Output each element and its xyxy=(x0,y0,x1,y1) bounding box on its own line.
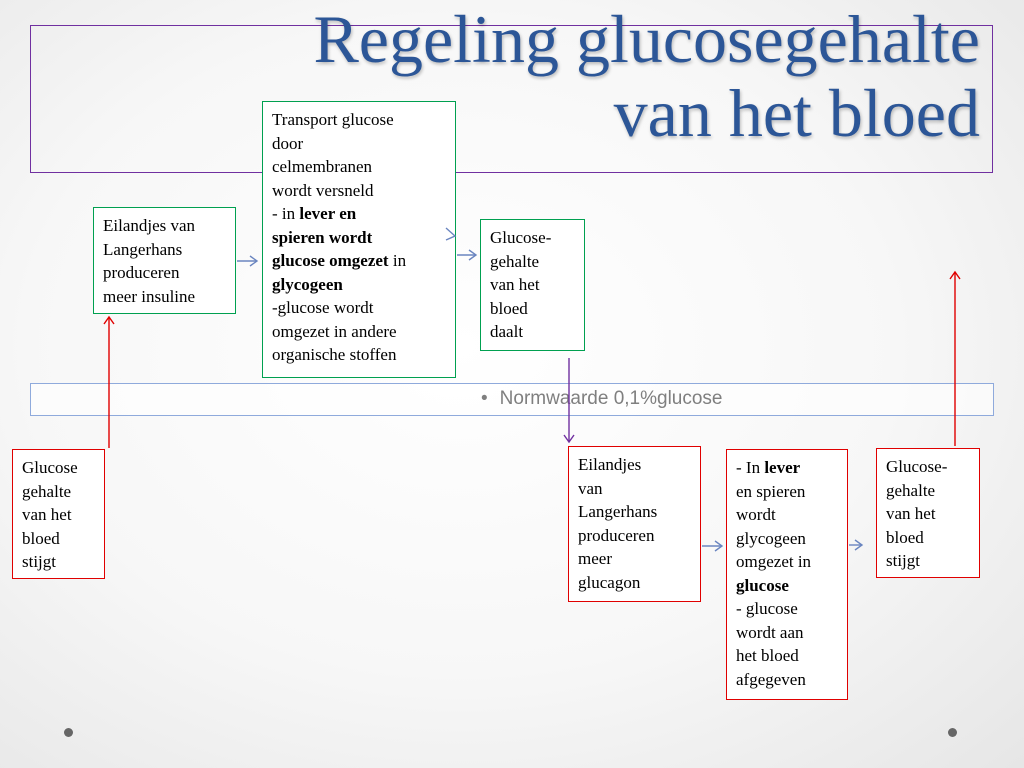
transport-bold: lever en xyxy=(299,204,357,223)
daalt-line: van het xyxy=(490,275,540,294)
lever-bold: lever xyxy=(764,458,801,477)
lever-line: wordt xyxy=(736,505,776,524)
lever-line: - In xyxy=(736,458,765,477)
stijgt-left-line: gehalte xyxy=(22,481,72,501)
lever-line: omgezet in xyxy=(736,552,812,571)
glucagon-line: Eilandjes xyxy=(578,455,642,474)
stijgt-left-line: van het xyxy=(22,505,72,524)
insuline-line: meer insuline xyxy=(103,286,196,306)
arrow-transport-to-daalt xyxy=(457,249,478,261)
norm-bullet: • xyxy=(481,388,488,409)
box-glucose-stijgt-left: Glucose gehalte van het bloed stijgt xyxy=(12,449,105,579)
arrow-transport-into-box xyxy=(445,227,457,241)
box-transport: Transport glucose door celmembranen word… xyxy=(262,101,456,378)
stijgt-left-line: stijgt xyxy=(22,552,57,571)
lever-line: het bloed xyxy=(736,646,799,665)
glucagon-line: Langerhans xyxy=(578,502,658,521)
transport-line: celmembranen xyxy=(272,157,373,176)
transport-bold: spieren wordt xyxy=(272,227,373,247)
daalt-line: bloed xyxy=(490,298,528,318)
stijgt-left-line: bloed xyxy=(22,528,60,548)
transport-bold: glucose omgezet xyxy=(272,251,389,270)
transport-line: wordt versneld xyxy=(272,180,374,200)
stijgt-left-line: Glucose xyxy=(22,458,78,477)
box-glucose-daalt: Glucose- gehalte van het bloed daalt xyxy=(480,219,585,351)
slide-corner-dot xyxy=(948,728,957,737)
lever-line: glycogeen xyxy=(736,528,806,548)
title-frame xyxy=(30,25,993,173)
transport-line: in xyxy=(388,251,407,270)
arrow-glucagon-to-lever xyxy=(702,540,724,552)
transport-line: - in xyxy=(272,204,300,223)
arrow-stijgt-right-up xyxy=(949,270,961,446)
arrow-insuline-to-transport xyxy=(237,255,259,267)
lever-line: - glucose xyxy=(736,599,798,618)
norm-bar: • Normwaarde 0,1%glucose xyxy=(30,383,994,416)
lever-bold: glucose xyxy=(736,575,789,595)
arrow-lever-to-stijgt xyxy=(849,539,864,551)
lever-line: wordt aan xyxy=(736,622,804,642)
insuline-line: Eilandjes van xyxy=(103,216,196,235)
transport-line: organische stoffen xyxy=(272,345,397,364)
lever-line: afgegeven xyxy=(736,669,806,689)
stijgt-right-line: van het xyxy=(886,504,936,523)
norm-label: Normwaarde 0,1%glucose xyxy=(499,388,723,409)
title-line-2: van het bloed xyxy=(613,75,980,151)
glucagon-line: glucagon xyxy=(578,572,641,592)
daalt-line: gehalte xyxy=(490,251,540,271)
daalt-line: daalt xyxy=(490,322,524,341)
transport-line: omgezet in andere xyxy=(272,321,397,341)
box-glucagon: Eilandjes van Langerhans produceren meer… xyxy=(568,446,701,602)
glucagon-line: meer xyxy=(578,549,612,568)
insuline-line: Langerhans xyxy=(103,239,183,259)
slide-corner-dot xyxy=(64,728,73,737)
arrow-daalt-to-glucagon xyxy=(563,358,575,444)
box-glucose-stijgt-right: Glucose- gehalte van het bloed stijgt xyxy=(876,448,980,578)
transport-line: -glucose wordt xyxy=(272,298,374,317)
transport-line: Transport glucose xyxy=(272,110,394,129)
transport-bold: glycogeen xyxy=(272,274,343,294)
daalt-line: Glucose- xyxy=(490,228,552,247)
glucagon-line: van xyxy=(578,478,603,498)
norm-value: • Normwaarde 0,1%glucose xyxy=(481,388,723,410)
title-line-1: Regeling glucosegehalte xyxy=(313,1,980,77)
box-lever: - In lever en spieren wordt glycogeen om… xyxy=(726,449,848,700)
transport-line: door xyxy=(272,133,304,153)
stijgt-right-line: stijgt xyxy=(886,551,921,570)
arrow-stijgt-left-up xyxy=(103,315,115,448)
lever-line: en spieren xyxy=(736,481,806,501)
stijgt-right-line: bloed xyxy=(886,527,924,547)
box-insuline: Eilandjes van Langerhans produceren meer… xyxy=(93,207,236,314)
stijgt-right-line: gehalte xyxy=(886,480,936,500)
insuline-line: produceren xyxy=(103,263,180,282)
glucagon-line: produceren xyxy=(578,525,655,545)
stijgt-right-line: Glucose- xyxy=(886,457,948,476)
